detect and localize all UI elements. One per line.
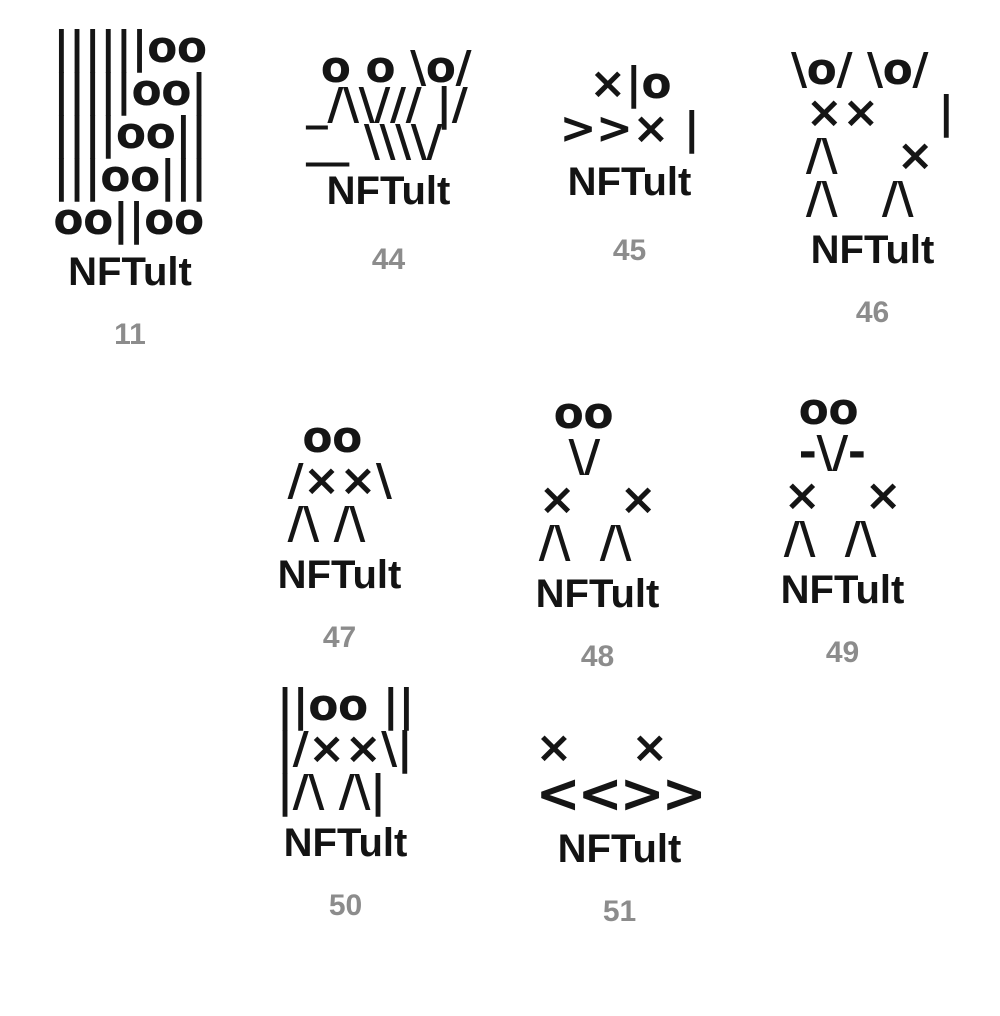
figure-title: NFTult [780, 568, 905, 613]
ascii-art-line: /\ /\ [783, 513, 877, 565]
ascii-art: ||||||oo|||||oo|||||oo|||||oo|||oo||oo [53, 22, 207, 246]
ascii-art-line: /\ × [791, 130, 934, 182]
nft-figure-card[interactable]: oo/××\/\ /\ NFTult 47 [232, 412, 447, 655]
ascii-art: × ×<<>> [535, 722, 706, 826]
figure-title: NFTult [535, 572, 660, 617]
figure-number: 45 [612, 233, 647, 267]
figure-number: 46 [855, 296, 890, 330]
figure-number: 51 [602, 894, 637, 928]
ascii-art-line: /\ /\ [791, 173, 914, 225]
figure-number: 11 [114, 317, 146, 351]
ascii-art-line: ×× | [791, 87, 954, 139]
nft-figure-card[interactable]: oo -\/-× ×/\ /\ NFTult 49 [735, 384, 950, 670]
figure-title: NFTult [567, 159, 692, 204]
ascii-art-line: >>× | [559, 102, 700, 154]
figure-title: NFTult [277, 553, 402, 598]
ascii-art-line: ||||||oo [53, 22, 207, 73]
ascii-art-line: × × [535, 722, 668, 773]
figure-number: 48 [580, 640, 615, 674]
ascii-art: ×|o>>× | [559, 58, 700, 154]
ascii-art-line: \o/ \o/ [791, 44, 929, 95]
nft-figure-card[interactable]: × ×<<>> NFTult 51 [512, 722, 727, 928]
ascii-art: oo \/× ×/\ /\ [538, 388, 657, 569]
ascii-art: \o/ \o/ ×× | /\ × /\ /\ [791, 44, 954, 225]
ascii-art: oo/××\/\ /\ [287, 412, 392, 550]
nft-figure-card[interactable]: oo \/× ×/\ /\ NFTult 48 [490, 388, 705, 674]
ascii-art: oo -\/-× ×/\ /\ [783, 384, 902, 565]
nft-figure-card[interactable]: o o \o/_/\\/// |/__ \\\\/ NFTult 44 [281, 42, 496, 276]
ascii-art-line: oo [783, 384, 859, 435]
ascii-art-line: × × [538, 474, 657, 526]
ascii-art-line: oo [538, 388, 614, 439]
ascii-art-line: |||||oo| [53, 65, 207, 117]
ascii-art-line: oo [287, 412, 362, 463]
ascii-art-line: -\/- [783, 427, 866, 479]
ascii-art-line: |||oo||| [53, 151, 207, 203]
figure-number: 49 [825, 636, 860, 670]
nft-figure-card[interactable]: \o/ \o/ ×× | /\ × /\ /\ NFTult 46 [765, 44, 980, 330]
figure-title: NFTult [283, 821, 408, 866]
ascii-art-line: ||||oo|| [53, 108, 207, 160]
ascii-art-line: o o \o/ [305, 42, 472, 93]
ascii-art-line: _/\\/// |/ [305, 78, 468, 130]
ascii-art-line: oo||oo [53, 194, 204, 246]
ascii-art-line: \/ [538, 431, 601, 483]
ascii-art: ||oo |||/××\||/\ /\| [277, 680, 414, 818]
figure-title: NFTult [326, 168, 451, 213]
figure-number: 50 [328, 889, 363, 923]
ascii-art-line: |/\ /\| [277, 766, 386, 818]
ascii-art-line: ||oo || [277, 680, 414, 731]
ascii-art: o o \o/_/\\/// |/__ \\\\/ [305, 42, 472, 167]
ascii-art-line: __ \\\\/ [305, 115, 443, 167]
ascii-art-line: /××\ [287, 455, 392, 507]
nft-figure-card[interactable]: ||oo |||/××\||/\ /\| NFTult 50 [238, 680, 453, 923]
ascii-art-line: /\ /\ [538, 517, 632, 569]
figure-title: NFTult [557, 826, 682, 871]
ascii-art-line: × × [783, 470, 902, 522]
ascii-art-line: ×|o [559, 58, 672, 109]
figure-number: 44 [371, 242, 406, 276]
figure-title: NFTult [68, 249, 192, 294]
figure-title: NFTult [810, 228, 935, 273]
ascii-art-line: /\ /\ [287, 498, 365, 550]
nft-figure-card[interactable]: ×|o>>× | NFTult 45 [522, 58, 737, 267]
nft-figure-card[interactable]: ||||||oo|||||oo|||||oo|||||oo|||oo||oo N… [30, 22, 230, 351]
ascii-art-line: |/××\| [277, 723, 413, 775]
ascii-art-line: <<>> [535, 762, 706, 826]
figure-number: 47 [322, 621, 357, 655]
